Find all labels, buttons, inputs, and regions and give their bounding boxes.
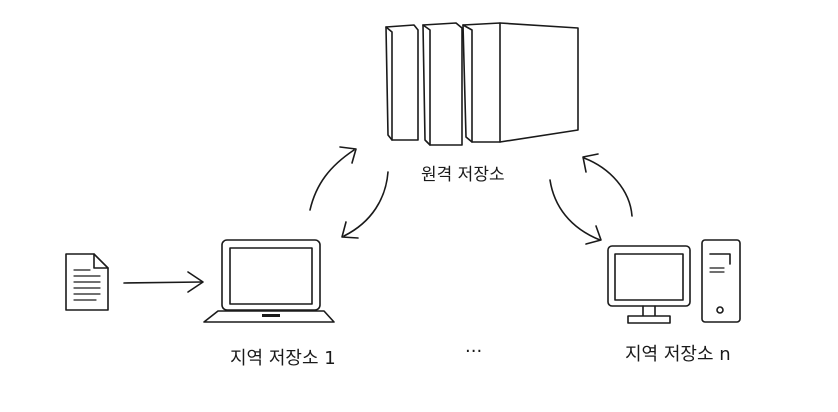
local-repository-n-label: 지역 저장소 n — [625, 344, 731, 365]
ellipsis-label: ... — [465, 336, 483, 357]
document-icon — [65, 253, 109, 311]
remote-repository-label: 원격 저장소 — [421, 165, 505, 185]
push-arrow-icon — [309, 146, 357, 211]
laptop-icon — [203, 239, 335, 323]
add-file-arrow-icon — [123, 271, 204, 293]
pull-arrow-icon — [341, 171, 389, 239]
desktop-computer-icon — [607, 239, 741, 324]
remote-server-icon — [385, 22, 579, 146]
pull-arrow-n-icon — [549, 179, 602, 245]
push-arrow-n-icon — [582, 153, 633, 217]
local-repository-1-label: 지역 저장소 1 — [230, 348, 336, 369]
